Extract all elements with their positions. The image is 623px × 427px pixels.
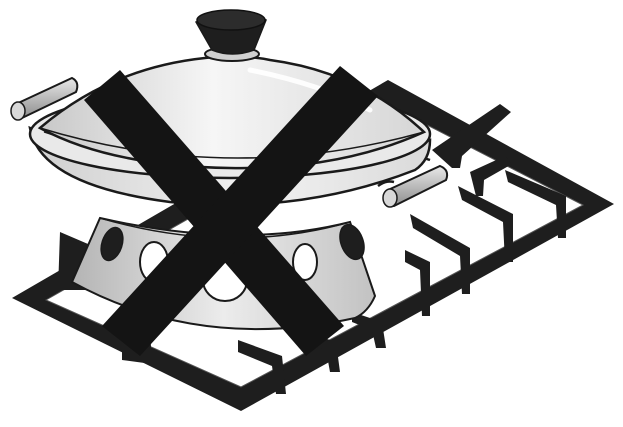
wok-handle-right-cap [383, 189, 397, 207]
wok-lid-knob-top [197, 10, 265, 30]
grate-finger [470, 156, 512, 196]
wok-handle-left-cap [11, 102, 25, 120]
